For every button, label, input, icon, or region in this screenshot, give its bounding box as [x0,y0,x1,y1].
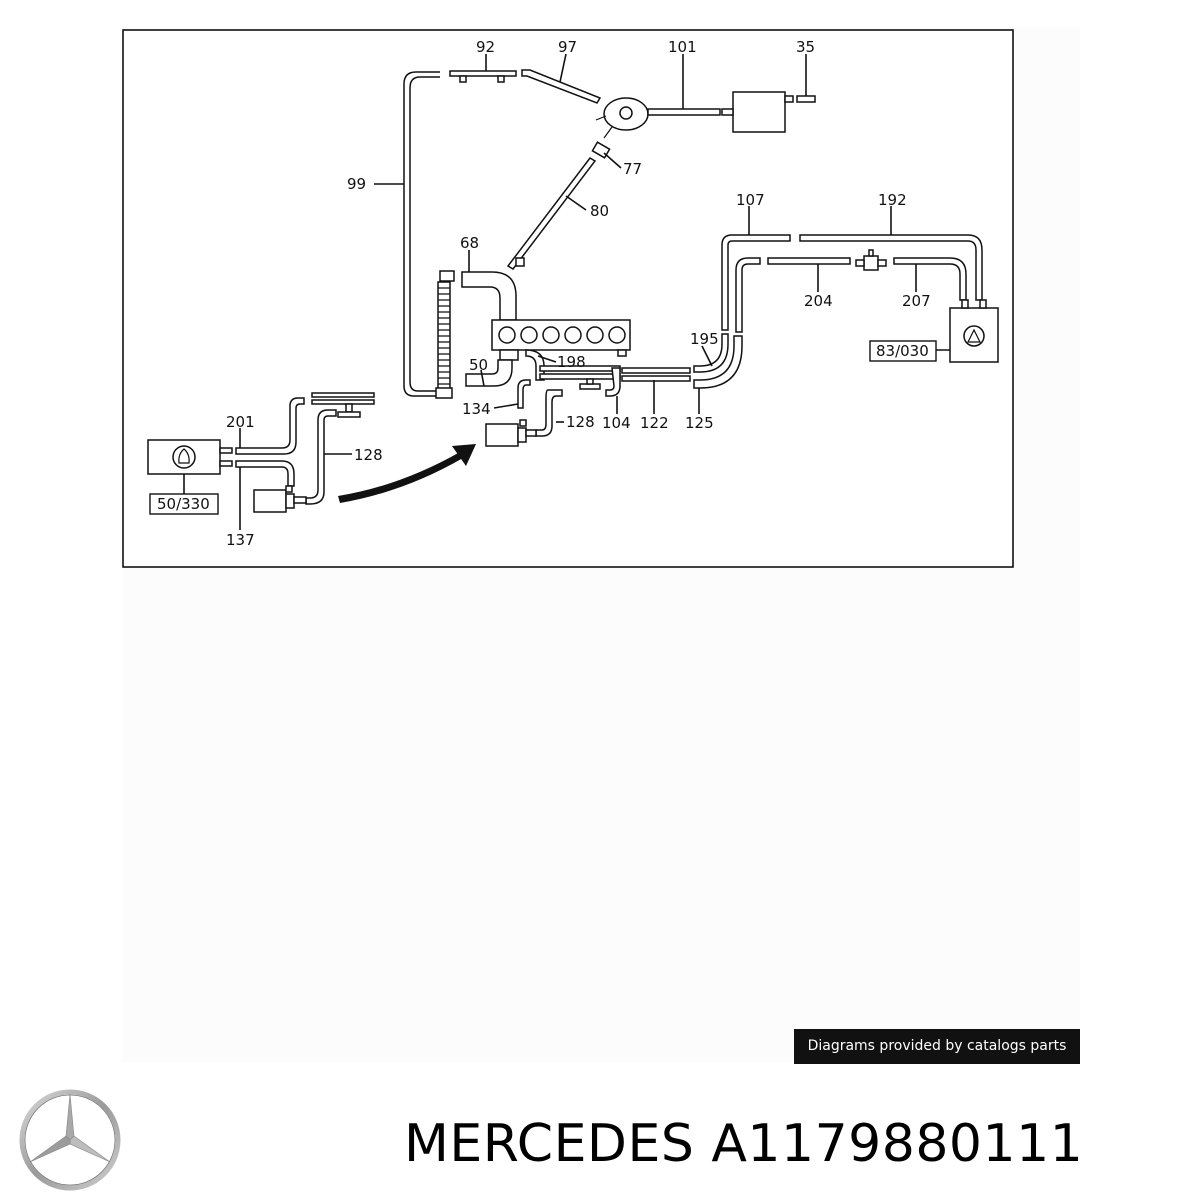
pump-left [253,485,307,513]
pump-center [485,389,563,447]
callout-labels: 92 97 101 35 77 99 80 107 192 68 204 207… [226,38,931,549]
corrugated-hose [435,281,453,399]
hose-80 [506,157,597,270]
hose-99 [403,71,440,397]
leader-lines [183,53,950,530]
ref-box-50-330: 50/330 [149,493,219,515]
hose-97 [521,69,602,104]
callout-207: 207 [902,292,931,310]
part-title: MERCEDES A1179880111 [404,1114,1084,1174]
callout-128-center: 128 [566,413,595,431]
callout-107: 107 [736,191,765,209]
diagram-credit-badge: Diagrams provided by catalogs parts [794,1029,1080,1064]
hose-192 [799,234,983,301]
callout-97: 97 [558,38,577,56]
hose-204 [735,257,851,333]
strips-128-left [311,392,375,418]
ref-50-330: 50/330 [157,495,210,513]
unit-50-330 [147,439,233,475]
hose-122 [539,365,691,382]
callout-125: 125 [685,414,714,432]
fitting-center [579,378,601,390]
callout-35: 35 [796,38,815,56]
callout-192: 192 [878,191,907,209]
valve-disc [595,97,649,139]
callout-77: 77 [623,160,642,178]
callout-92: 92 [476,38,495,56]
callout-134: 134 [462,400,491,418]
callout-101: 101 [668,38,697,56]
ref-box-83-030: 83/030 [869,340,937,362]
callout-99: 99 [347,175,366,193]
hose-104 [605,367,621,397]
unit-83-030 [949,299,999,363]
callout-201: 201 [226,413,255,431]
engine-block [491,319,631,361]
hose-101 [647,108,721,116]
elbow-50 [465,359,513,387]
callout-50: 50 [469,356,488,374]
callout-68: 68 [460,234,479,252]
mercedes-star-logo-icon [19,1089,121,1191]
callout-195: 195 [690,330,719,348]
callout-137: 137 [226,531,255,549]
part-92 [449,70,517,83]
callout-128-left: 128 [354,446,383,464]
reservoir-35 [721,91,816,133]
direction-arrow [338,444,476,503]
hose-107 [721,234,791,331]
hose-128-left [305,409,337,505]
diagram-frame [122,29,1014,568]
callout-80: 80 [590,202,609,220]
hose-201 [235,397,305,455]
callout-104: 104 [602,414,631,432]
callout-198: 198 [557,353,586,371]
callout-204: 204 [804,292,833,310]
valve-207 [855,249,967,301]
hose-134 [517,379,531,409]
hose-198 [525,349,545,381]
ref-83-030: 83/030 [876,342,929,360]
callout-122: 122 [640,414,669,432]
